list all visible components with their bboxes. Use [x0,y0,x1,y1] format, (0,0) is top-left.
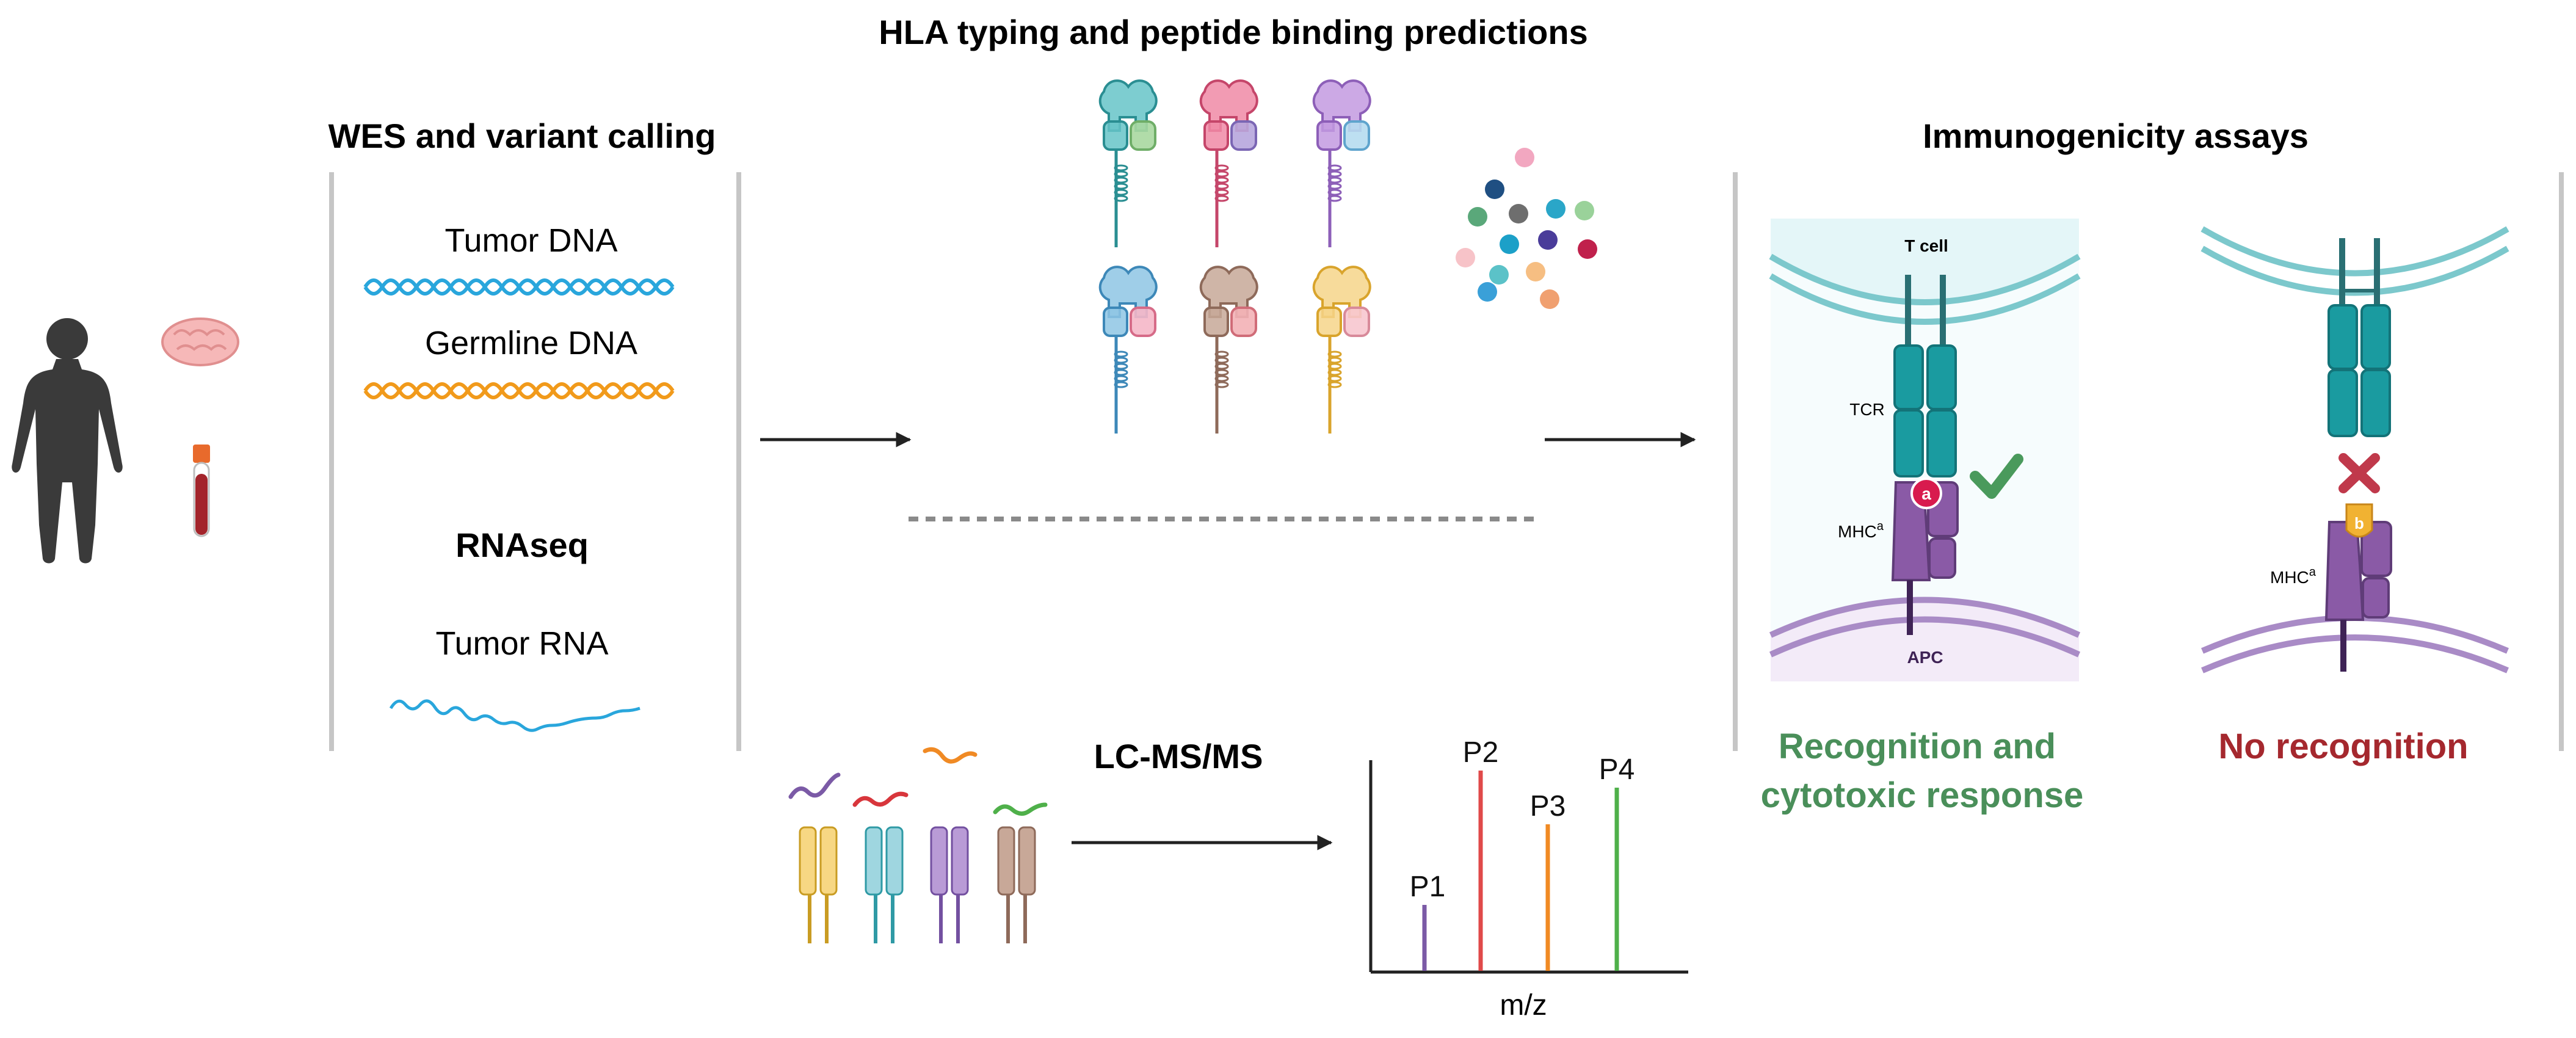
spectrum-x-label: m/z [1500,989,1547,1022]
tumor-dna-label: Tumor DNA [444,222,617,259]
ms-mhc-molecules [799,826,1036,943]
hla-title: HLA typing and peptide binding predictio… [879,13,1587,51]
hla-molecule [1312,266,1371,434]
hla-molecule [1199,79,1258,247]
peptide-dot [1468,207,1487,227]
wes-title: WES and variant calling [328,117,716,155]
recognition-result: Recognition and cytotoxic response [1761,727,2084,815]
peak-label: P4 [1599,753,1635,786]
peak-label: P2 [1463,736,1499,769]
lcms-label: LC-MS/MS [1094,737,1263,775]
ms-mhc-molecule [930,826,969,943]
peptide-b-label: b [2354,514,2364,532]
ms-mhc-molecule [799,826,838,943]
peptide-dot [1489,265,1509,285]
assay-recognition-panel: a T cell TCR MHCa APC [1769,219,2081,681]
peptide-dot [1540,289,1559,309]
blood-tube-icon [193,445,210,537]
hla-molecules [1098,79,1371,434]
checkmark-icon [1970,454,2023,499]
hla-molecule [1098,79,1158,247]
mhc-right-label: MHCa [2270,565,2317,587]
peptide-dot [1515,148,1534,167]
peptide-dot [1526,262,1545,281]
immuno-title: Immunogenicity assays [1923,117,2309,155]
peptide-dot [1538,230,1558,250]
tumor-rna-label: Tumor RNA [435,625,608,662]
peptide-dot [1500,234,1519,254]
hla-molecule [1199,266,1258,434]
peptide-dot [1578,239,1597,259]
peptide-dot [1546,199,1566,219]
apc-label: APC [1907,648,1943,667]
peak-label: P3 [1530,790,1566,822]
peptide-pool [1456,148,1597,309]
no-recognition-result: No recognition [2218,727,2468,766]
t-cell-label: T cell [1904,236,1948,255]
peak-label: P1 [1410,871,1446,903]
tcr-label: TCR [1849,400,1885,419]
ms-mhc-molecule [997,826,1036,943]
peptide-dot [1456,248,1475,267]
hla-molecule [1098,266,1158,434]
hla-molecule [1312,79,1371,247]
peptide-dot [1575,201,1594,220]
germline-dna-label: Germline DNA [425,325,637,361]
tumor-rna-strand [389,699,640,732]
human-silhouette-icon [12,318,123,564]
peptide-dot [1509,204,1528,223]
tumor-dna-helix [363,278,675,296]
peptide-dot [1485,180,1504,199]
brain-tumor-icon [161,318,239,366]
germline-dna-helix [363,382,675,399]
eluted-peptides [788,747,1048,816]
peptide-a-label: a [1921,484,1931,503]
assay-no-recognition-panel: b MHCa [2200,219,2509,681]
cross-icon [2338,453,2380,493]
peptide-dot [1478,282,1497,302]
mhc-left-label: MHCa [1838,520,1884,541]
rnaseq-label: RNAseq [455,526,589,564]
ms-mhc-molecule [865,826,904,943]
